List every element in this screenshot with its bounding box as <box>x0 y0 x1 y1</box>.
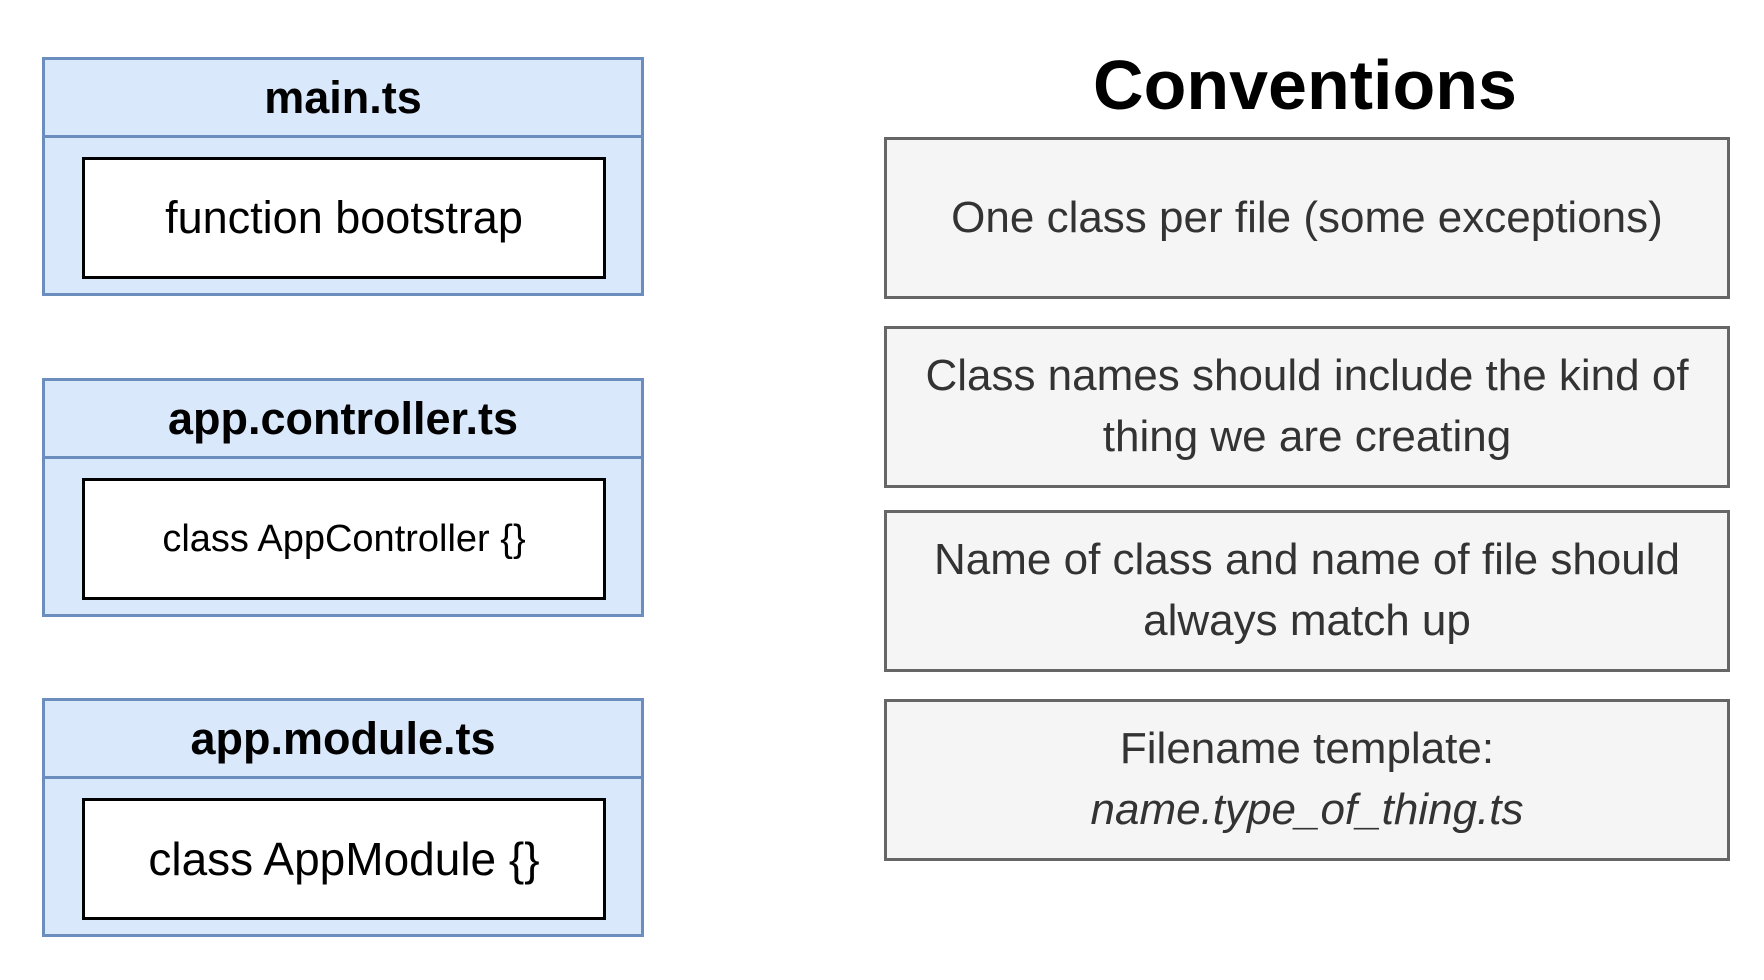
conventions-title: Conventions <box>1093 46 1517 124</box>
file-code: function bootstrap <box>82 157 606 279</box>
filename-template-label: Filename template: <box>1119 724 1495 774</box>
file-code: class AppModule {} <box>82 798 606 920</box>
convention-text: Name of class and name of file should al… <box>934 535 1680 645</box>
convention-text: One class per file (some exceptions) <box>951 192 1663 242</box>
file-code: class AppController {} <box>82 478 606 600</box>
convention-box-name-match: Name of class and name of file should al… <box>884 510 1730 672</box>
file-box-app-controller-ts: app.controller.ts class AppController {} <box>42 378 644 617</box>
filename-template: Filename template: name.type_of_thing.ts <box>1091 719 1524 840</box>
convention-text: Class names should include the kind of t… <box>925 351 1689 461</box>
file-title: app.controller.ts <box>45 381 641 459</box>
file-box-app-module-ts: app.module.ts class AppModule {} <box>42 698 644 937</box>
file-title: main.ts <box>45 60 641 138</box>
convention-box-class-names: Class names should include the kind of t… <box>884 326 1730 488</box>
file-title: app.module.ts <box>45 701 641 779</box>
file-box-main-ts: main.ts function bootstrap <box>42 57 644 296</box>
filename-template-pattern: name.type_of_thing.ts <box>1090 785 1524 834</box>
convention-box-filename-template: Filename template: name.type_of_thing.ts <box>884 699 1730 861</box>
convention-box-one-class-per-file: One class per file (some exceptions) <box>884 137 1730 299</box>
